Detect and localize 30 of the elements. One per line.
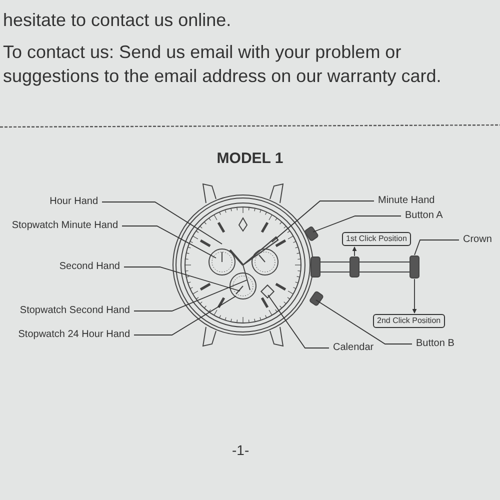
part-label: Second Hand <box>59 261 120 273</box>
leader-line <box>134 296 236 336</box>
crown-knob <box>350 256 360 278</box>
crown-knob <box>410 256 420 278</box>
leader-line <box>124 266 240 292</box>
leader-line <box>102 202 222 244</box>
part-label: Stopwatch Minute Hand <box>12 220 118 232</box>
part-label: Hour Hand <box>50 196 98 208</box>
arrow <box>352 246 357 256</box>
position-label-box: 1st Click Position <box>342 232 411 246</box>
page-number: -1- <box>232 441 250 460</box>
arrow <box>412 278 417 314</box>
body-text: To contact us: Send us email with your problem or suggestions to the email address on our warranty card. <box>3 41 442 88</box>
leader-line <box>316 300 412 344</box>
part-label: Minute Hand <box>378 195 435 207</box>
leader-line <box>134 280 248 312</box>
body-text: hesitate to contact us online. <box>3 9 232 32</box>
part-label: Calendar <box>333 342 374 354</box>
leader-line <box>414 240 460 256</box>
leader-line <box>122 226 216 258</box>
part-label: Crown <box>463 234 492 246</box>
leader-line <box>268 294 330 348</box>
leader-line <box>272 200 374 242</box>
part-label: Stopwatch 24 Hour Hand <box>18 329 130 341</box>
part-label: Button A <box>405 210 443 222</box>
position-label-box: 2nd Click Position <box>373 314 445 328</box>
part-label: Button B <box>416 338 454 350</box>
leader-line <box>312 216 402 232</box>
part-label: Stopwatch Second Hand <box>20 305 130 317</box>
diagram-title: MODEL 1 <box>216 150 284 167</box>
